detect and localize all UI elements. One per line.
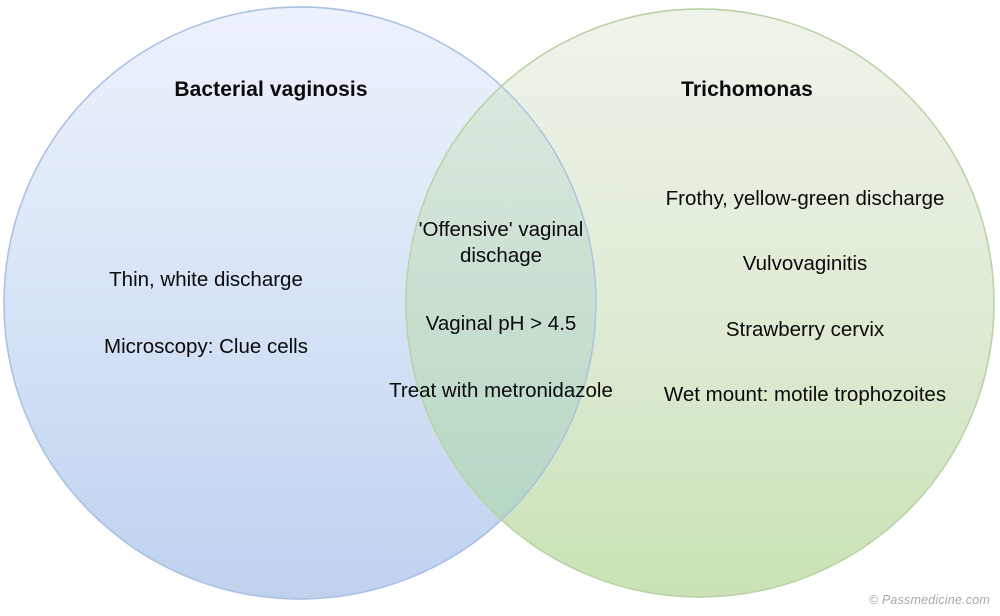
right-circle-outline — [405, 8, 995, 598]
left-circle-outline — [3, 6, 597, 600]
overlap-region — [406, 9, 596, 597]
